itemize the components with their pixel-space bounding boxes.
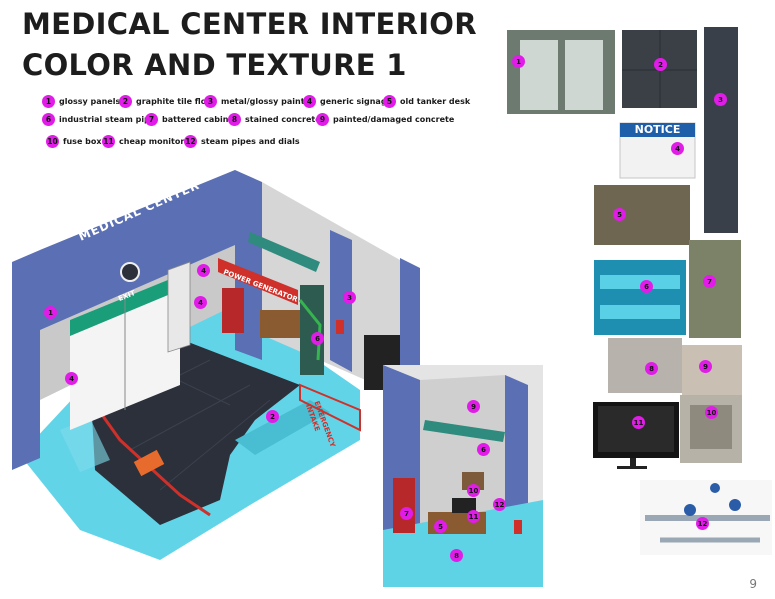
callout-badge: 2 xyxy=(266,410,279,423)
page-title: MEDICAL CENTER INTERIOR COLOR AND TEXTUR… xyxy=(22,4,502,86)
legend-label-6: industrial steam pipe xyxy=(59,114,156,124)
legend-label-2: graphite tile floor xyxy=(136,96,216,106)
legend-label-12: steam pipes and dials xyxy=(201,136,300,146)
legend-label-10: fuse box xyxy=(63,136,102,146)
legend-item-4: 4 generic signage xyxy=(303,94,392,108)
legend-label-7: battered cabinet xyxy=(162,114,238,124)
callout-badge: 8 xyxy=(645,362,658,375)
page-number: 9 xyxy=(749,577,757,591)
notice-title: NOTICE xyxy=(634,123,681,136)
red-cabinet xyxy=(222,288,244,333)
room2-steam-pipe xyxy=(423,420,505,442)
damaged-concrete-photo xyxy=(682,345,742,400)
legend-label-3: metal/glossy painted xyxy=(221,96,316,106)
legend-number-12: 12 xyxy=(184,134,197,148)
left-wall-blue-band xyxy=(40,170,235,330)
fire-alarm-box xyxy=(336,320,344,334)
room2-red-cabinet xyxy=(393,478,415,533)
callout-badge: 4 xyxy=(194,296,207,309)
floor-marker-orange xyxy=(133,449,165,477)
steam-pipe-photo xyxy=(594,260,686,335)
floor-glass-panel xyxy=(60,418,110,472)
old-tanker-desk-photo xyxy=(594,185,690,245)
legend-item-6: 6 industrial steam pipe xyxy=(42,112,155,126)
legend-number-1: 1 xyxy=(42,94,55,108)
left-wall-edge xyxy=(12,250,40,470)
green-pipe xyxy=(298,299,322,361)
floor-panel xyxy=(235,400,330,455)
legend-number-3: 3 xyxy=(204,94,217,108)
callout-badge: 6 xyxy=(477,443,490,456)
callout-badge: 9 xyxy=(699,360,712,373)
room2-floor xyxy=(383,500,543,587)
callout-badge: 3 xyxy=(343,291,356,304)
legend-item-10: 10 fuse box xyxy=(46,134,102,148)
legend-label-1: glossy panels xyxy=(59,96,121,106)
floor-hazard-stripes xyxy=(299,383,361,432)
callout-badge: 12 xyxy=(696,517,709,530)
glass-door-panel xyxy=(167,261,191,353)
legend-number-8: 8 xyxy=(228,112,241,126)
legend-number-6: 6 xyxy=(42,112,55,126)
legend-number-4: 4 xyxy=(303,94,316,108)
legend-number-9: 9 xyxy=(316,112,329,126)
callout-badge: 11 xyxy=(632,416,645,429)
legend-number-10: 10 xyxy=(46,134,59,148)
legend-label-8: stained concrete xyxy=(245,114,321,124)
legend-number-11: 11 xyxy=(102,134,115,148)
legend-item-11: 11 cheap monitor xyxy=(102,134,184,148)
callout-badge: 6 xyxy=(640,280,653,293)
callout-badge: 12 xyxy=(493,498,506,511)
legend-item-3: 3 metal/glossy painted xyxy=(204,94,316,108)
callout-badge: 8 xyxy=(450,549,463,562)
legend-item-8: 8 stained concrete xyxy=(228,112,321,126)
callout-badge: 4 xyxy=(65,372,78,385)
callout-badge: 7 xyxy=(400,507,413,520)
legend-item-2: 2 graphite tile floor xyxy=(119,94,216,108)
callout-badge: 11 xyxy=(467,510,480,523)
callout-badge: 2 xyxy=(654,58,667,71)
legend-label-9: painted/damaged concrete xyxy=(333,114,455,124)
callout-badge: 3 xyxy=(714,93,727,106)
legend-item-9: 9 painted/damaged concrete xyxy=(316,112,454,126)
callout-badge: 10 xyxy=(467,484,480,497)
legend-item-7: 7 battered cabinet xyxy=(145,112,238,126)
legend-number-2: 2 xyxy=(119,94,132,108)
wall-pillar xyxy=(330,230,352,372)
legend-item-1: 1 glossy panels xyxy=(42,94,120,108)
metal-painted-photo xyxy=(704,27,738,233)
generator-sign-banner xyxy=(218,258,298,305)
room2-monitor xyxy=(452,498,476,513)
room2-alarm-box xyxy=(514,520,522,534)
callout-badge: 1 xyxy=(44,306,57,319)
legend-label-5: old tanker desk xyxy=(400,96,471,106)
legend-number-5: 5 xyxy=(383,94,396,108)
wooden-desk xyxy=(260,310,300,338)
callout-badge: 6 xyxy=(311,332,324,345)
legend-item-5: 5 old tanker desk xyxy=(383,94,470,108)
medical-center-logo xyxy=(120,262,140,282)
callout-badge: 5 xyxy=(434,520,447,533)
callout-badge: 10 xyxy=(705,406,718,419)
callout-badge: 4 xyxy=(197,264,210,277)
callout-badge: 9 xyxy=(467,400,480,413)
legend-label-4: generic signage xyxy=(320,96,392,106)
callout-badge: 5 xyxy=(613,208,626,221)
title-line-1: MEDICAL CENTER INTERIOR xyxy=(22,7,477,41)
industrial-steam-pipe xyxy=(248,232,320,272)
battered-cabinet-photo xyxy=(689,240,741,338)
back-wall-edge xyxy=(400,258,420,400)
title-line-2: COLOR AND TEXTURE 1 xyxy=(22,48,407,82)
callout-badge: 1 xyxy=(512,55,525,68)
legend-item-12: 12 steam pipes and dials xyxy=(184,134,300,148)
legend-label-11: cheap monitor xyxy=(119,136,185,146)
legend-number-7: 7 xyxy=(145,112,158,126)
callout-badge: 7 xyxy=(703,275,716,288)
callout-badge: 4 xyxy=(671,142,684,155)
